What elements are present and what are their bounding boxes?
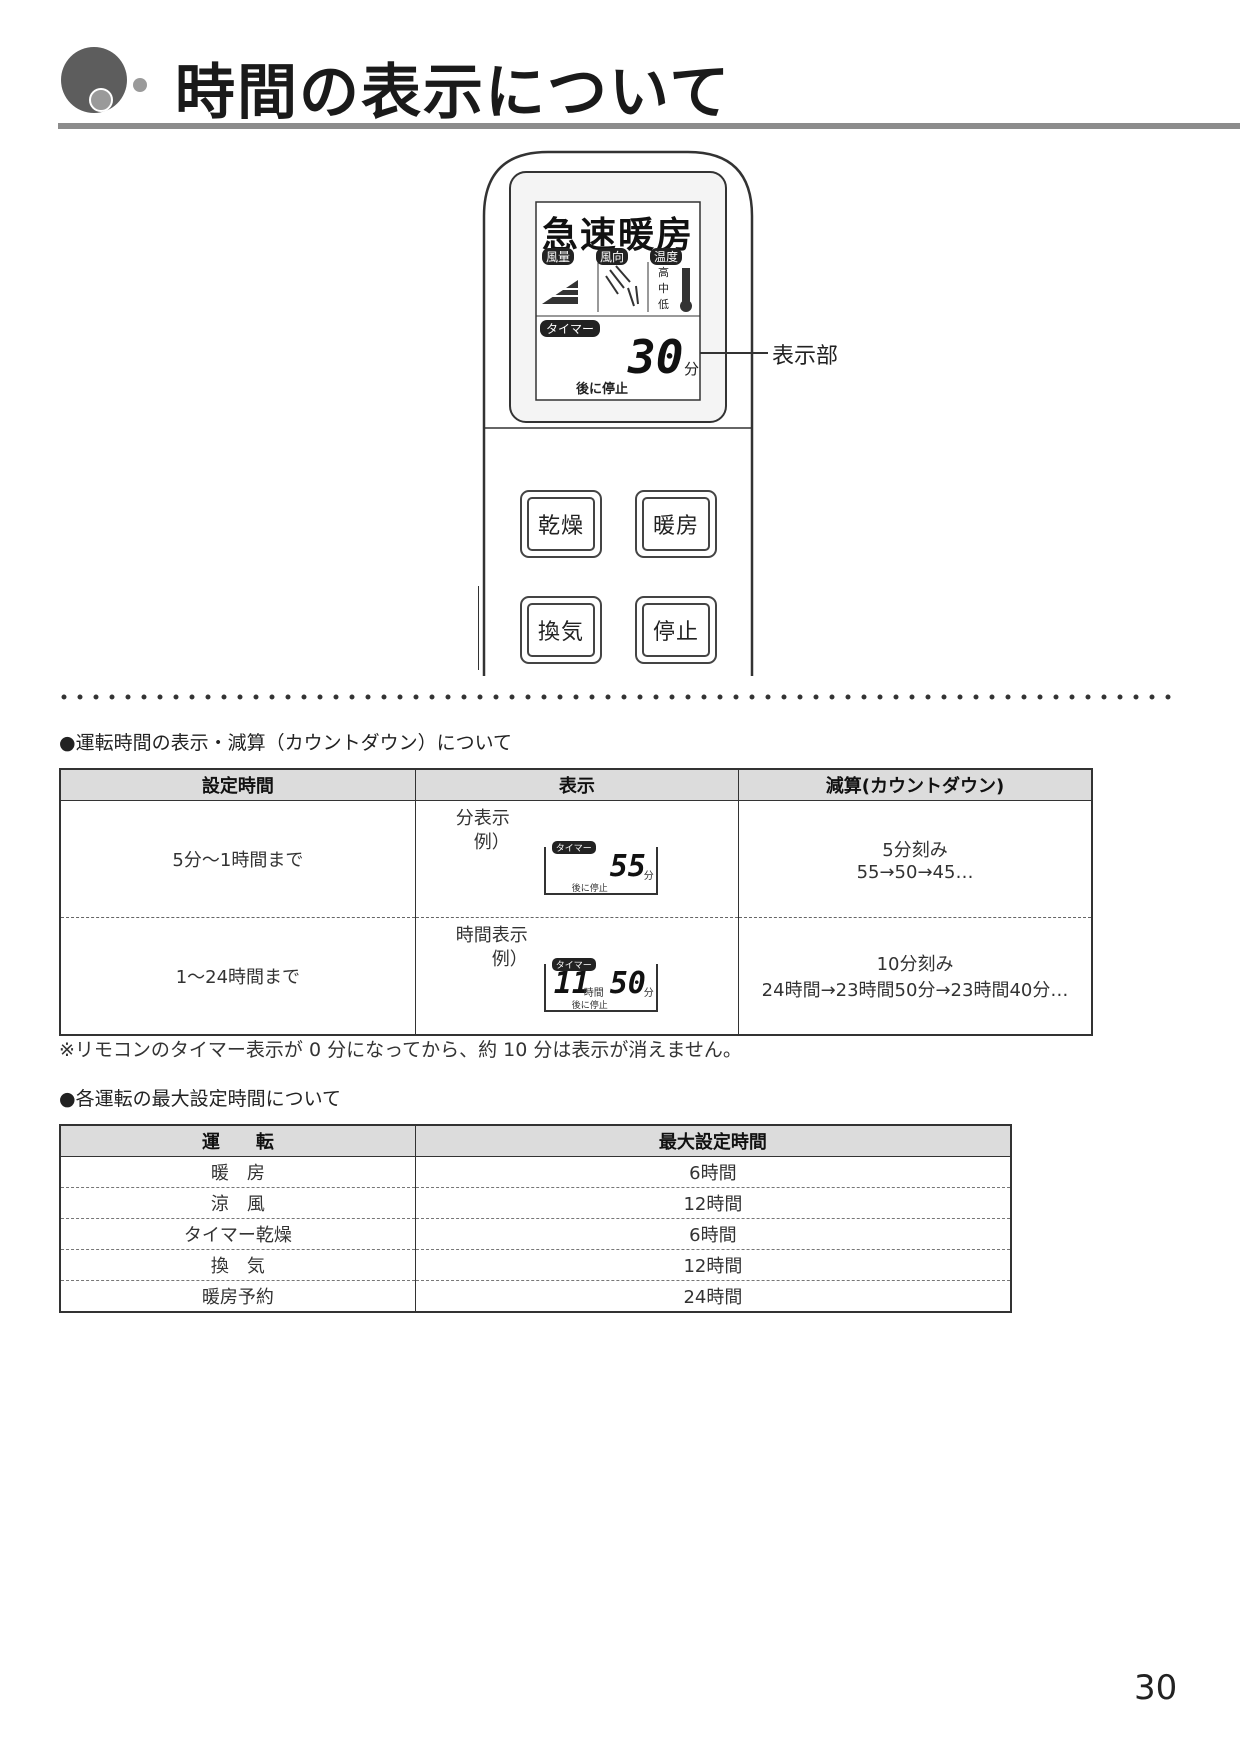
table-row: 5分〜1時間まで 分表示 例） タイマー 55 分 後に停止 5分刻み 55→5… [59, 800, 1093, 918]
table-row: 暖 房 6時間 [59, 1156, 1012, 1188]
countdown-cell: 10分刻み 24時間→23時間50分→23時間40分… [738, 917, 1093, 1035]
callout-line [700, 352, 768, 354]
vent-button[interactable]: 換気 [520, 596, 602, 664]
remote-illustration: 急速暖房 風量 風向 温度 高 中 低 タイマー 30 分 後に停止 乾燥 暖房… [478, 146, 758, 676]
mini-lcd-minutes: 50 [609, 966, 646, 1001]
table-row: 涼 風 12時間 [59, 1187, 1012, 1219]
countdown-cell: 5分刻み 55→50→45… [738, 800, 1093, 918]
dry-button[interactable]: 乾燥 [520, 490, 602, 558]
col-header-mode: 運 転 [59, 1124, 416, 1157]
max-cell: 24時間 [414, 1280, 1012, 1312]
display-label: 時間表示 例） [456, 924, 528, 972]
mini-lcd-suffix: 後に停止 [571, 1001, 608, 1011]
mini-lcd-min-unit: 分 [643, 871, 654, 882]
section1-heading: ●運転時間の表示・減算（カウントダウン）について [59, 732, 513, 754]
mode-cell: 換 気 [59, 1249, 416, 1281]
display-label-line1: 分表示 [455, 808, 510, 829]
lcd-timer-label: タイマー [540, 320, 601, 337]
mini-lcd: タイマー 55 分 後に停止 [543, 839, 658, 895]
countdown-step: 5分刻み [882, 839, 948, 861]
lcd-timer-unit: 分 [684, 360, 700, 378]
lcd-timer-suffix: 後に停止 [576, 382, 629, 397]
table-row: 換 気 12時間 [59, 1249, 1012, 1281]
max-cell: 12時間 [414, 1187, 1012, 1219]
max-cell: 6時間 [414, 1218, 1012, 1250]
lcd-label-direction: 風向 [596, 248, 629, 265]
display-cell: 分表示 例） タイマー 55 分 後に停止 [414, 800, 740, 918]
mode-cell: 暖 房 [59, 1156, 416, 1188]
display-label-line1: 時間表示 [455, 925, 528, 946]
table-row: 暖房予約 24時間 [59, 1280, 1012, 1312]
mode-cell: タイマー乾燥 [59, 1218, 416, 1250]
section2-heading: ●各運転の最大設定時間について [59, 1088, 342, 1110]
lcd-temp-high: 高 [658, 266, 669, 279]
vent-button-label: 換気 [527, 603, 595, 657]
table-row: タイマー乾燥 6時間 [59, 1218, 1012, 1250]
mini-lcd-suffix: 後に停止 [571, 884, 608, 894]
display-label: 分表示 例） [456, 807, 510, 855]
heat-button[interactable]: 暖房 [635, 490, 717, 558]
mini-lcd-tag: タイマー [551, 958, 596, 971]
lcd-temp-low: 低 [658, 298, 669, 311]
mode-cell: 暖房予約 [59, 1280, 416, 1312]
mini-lcd-minutes: 55 [609, 849, 646, 884]
callout-label: 表示部 [772, 344, 839, 369]
lcd-label-fan: 風量 [542, 248, 575, 265]
stop-button-label: 停止 [642, 603, 710, 657]
col-header-countdown: 減算(カウントダウン) [738, 768, 1093, 801]
mini-lcd: タイマー 11 時間 50 分 後に停止 [543, 956, 658, 1012]
display-label-line2: 例） [491, 949, 528, 970]
table-row: 1〜24時間まで 時間表示 例） タイマー 11 時間 50 分 後に停止 10… [59, 917, 1093, 1035]
countdown-table: 設定時間 表示 減算(カウントダウン) 5分〜1時間まで 分表示 例） タイマー… [59, 768, 1093, 1036]
title-rule [58, 123, 1240, 129]
mode-cell: 涼 風 [59, 1187, 416, 1219]
page-number: 30 [1134, 1668, 1178, 1708]
lcd-timer-value: 30 [628, 330, 684, 384]
col-header-max: 最大設定時間 [414, 1124, 1012, 1157]
mini-lcd-hours: 11 [553, 966, 590, 1001]
heat-button-label: 暖房 [642, 497, 710, 551]
display-cell: 時間表示 例） タイマー 11 時間 50 分 後に停止 [414, 917, 740, 1035]
page-title: 時間の表示について [175, 58, 732, 128]
max-time-table: 運 転 最大設定時間 暖 房 6時間 涼 風 12時間 タイマー乾燥 6時間 換… [59, 1124, 1012, 1313]
header-icon [58, 42, 158, 114]
mini-lcd-hour-unit: 時間 [583, 988, 604, 999]
lcd-temp-mid: 中 [658, 282, 669, 295]
display-label-line2: 例） [473, 832, 510, 853]
mini-lcd-min-unit: 分 [643, 988, 654, 999]
dry-button-label: 乾燥 [527, 497, 595, 551]
countdown-sequence: 55→50→45… [856, 861, 974, 883]
mini-lcd-tag: タイマー [551, 841, 596, 854]
max-cell: 6時間 [414, 1156, 1012, 1188]
dotted-separator [60, 686, 1180, 700]
lcd-label-temp: 温度 [650, 248, 683, 265]
stop-button[interactable]: 停止 [635, 596, 717, 664]
timer-note: ※リモコンのタイマー表示が 0 分になってから、約 10 分は表示が消えません。 [59, 1039, 742, 1061]
setting-cell: 1〜24時間まで [59, 917, 416, 1035]
max-cell: 12時間 [414, 1249, 1012, 1281]
countdown-sequence: 24時間→23時間50分→23時間40分… [761, 980, 1069, 1001]
col-header-display: 表示 [414, 768, 740, 801]
setting-cell: 5分〜1時間まで [59, 800, 416, 918]
countdown-step: 10分刻み [876, 954, 954, 975]
col-header-setting: 設定時間 [59, 768, 416, 801]
